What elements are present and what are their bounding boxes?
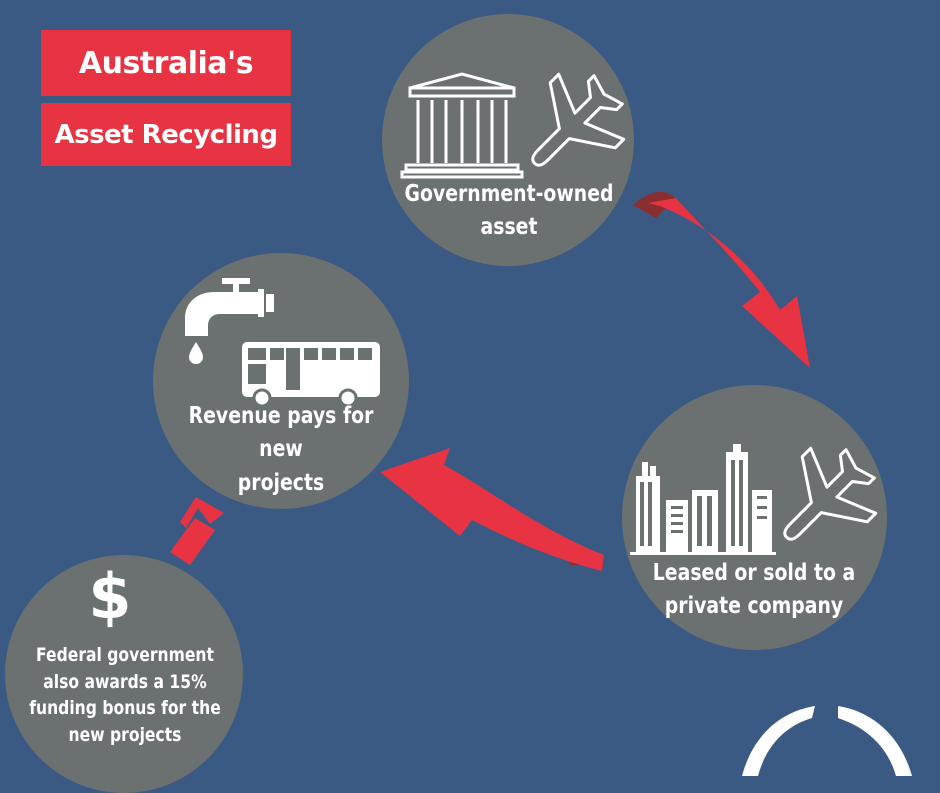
arrow-asset-to-leased — [633, 191, 810, 368]
bonus-label-line-1: Federal government — [36, 644, 214, 666]
dollar-icon: $ — [88, 560, 132, 633]
water-tap-icon — [185, 278, 274, 364]
logo-mark — [742, 706, 912, 776]
asset-label-line-2: asset — [480, 214, 538, 241]
revenue-label-line-1: Revenue pays for new — [188, 403, 374, 463]
bonus-label: Federal government also awards a 15% fun… — [23, 642, 228, 748]
node-federal-bonus — [5, 555, 243, 793]
node-government-asset — [382, 14, 634, 266]
arrow-leased-to-revenue — [380, 448, 604, 572]
bus-icon — [242, 342, 380, 408]
government-building-icon — [400, 72, 524, 179]
title-line-2: Asset Recycling — [41, 103, 291, 166]
bonus-label-line-4: new projects — [68, 723, 182, 746]
title-line-1: Australia's — [41, 30, 291, 96]
bonus-label-line-2: also awards a 15% — [43, 670, 207, 693]
asset-label-line-1: Government-owned — [404, 181, 614, 207]
bonus-label-line-3: funding bonus for the — [29, 697, 221, 720]
airplane-icon — [531, 72, 626, 167]
revenue-label-line-2: projects — [237, 469, 325, 496]
revenue-label: Revenue pays for new projects — [168, 400, 394, 500]
asset-label: Government-owned asset — [403, 178, 615, 245]
leased-label: Leased or sold to a private company — [644, 557, 864, 624]
airplane-icon — [783, 446, 878, 541]
leased-label-line-2: private company — [664, 593, 844, 620]
city-windows — [640, 460, 767, 546]
leased-label-line-1: Leased or sold to a — [652, 560, 856, 586]
arrow-bonus-to-revenue — [170, 497, 224, 565]
